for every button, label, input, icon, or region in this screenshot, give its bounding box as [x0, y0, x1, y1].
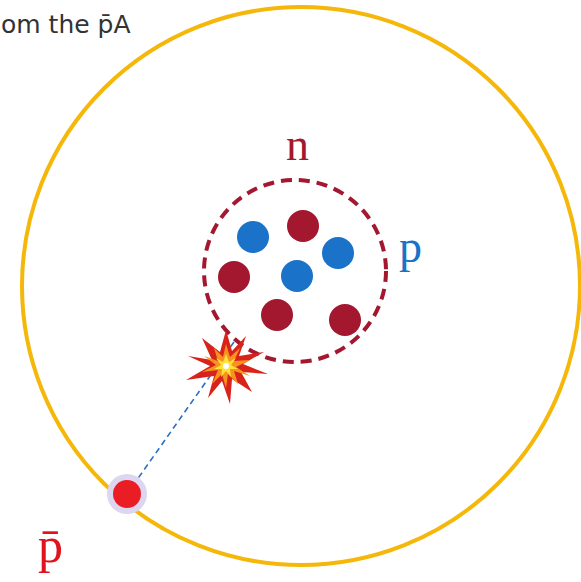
- proton-label: p: [399, 224, 422, 270]
- antiproton-halo: [107, 474, 147, 514]
- antiproton-label: p̄: [38, 520, 63, 570]
- atom-orbit: [22, 7, 580, 565]
- nucleus-boundary: [204, 180, 386, 362]
- neutron-label: n: [286, 122, 309, 168]
- heading-fragment: om the p̄A: [1, 12, 131, 37]
- antiproton: [113, 480, 141, 508]
- neutrons: [218, 210, 361, 336]
- protons: [237, 221, 354, 292]
- annihilation-burst: [186, 330, 268, 404]
